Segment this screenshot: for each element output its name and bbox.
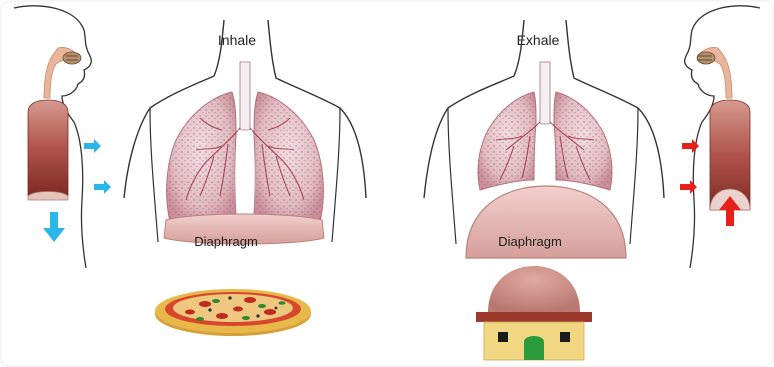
exhale-lungs [478,62,612,190]
pizza-icon [155,289,311,336]
exhale-side-profile [685,6,760,268]
exhale-diaphragm-label: Diaphragm [498,234,562,249]
inhale-diaphragm-down-arrow [43,212,65,242]
inhale-air-arrow-lower [94,180,111,194]
inhale-title: Inhale [218,32,256,48]
exhale-air-arrow-lower [680,180,697,194]
inhale-thorax-chamber [28,100,68,196]
inhale-diaphragm-label: Diaphragm [194,234,258,249]
inhale-air-arrow-upper [84,139,101,153]
domed-house-icon [476,266,592,360]
inhale-torso-outline [124,20,366,242]
